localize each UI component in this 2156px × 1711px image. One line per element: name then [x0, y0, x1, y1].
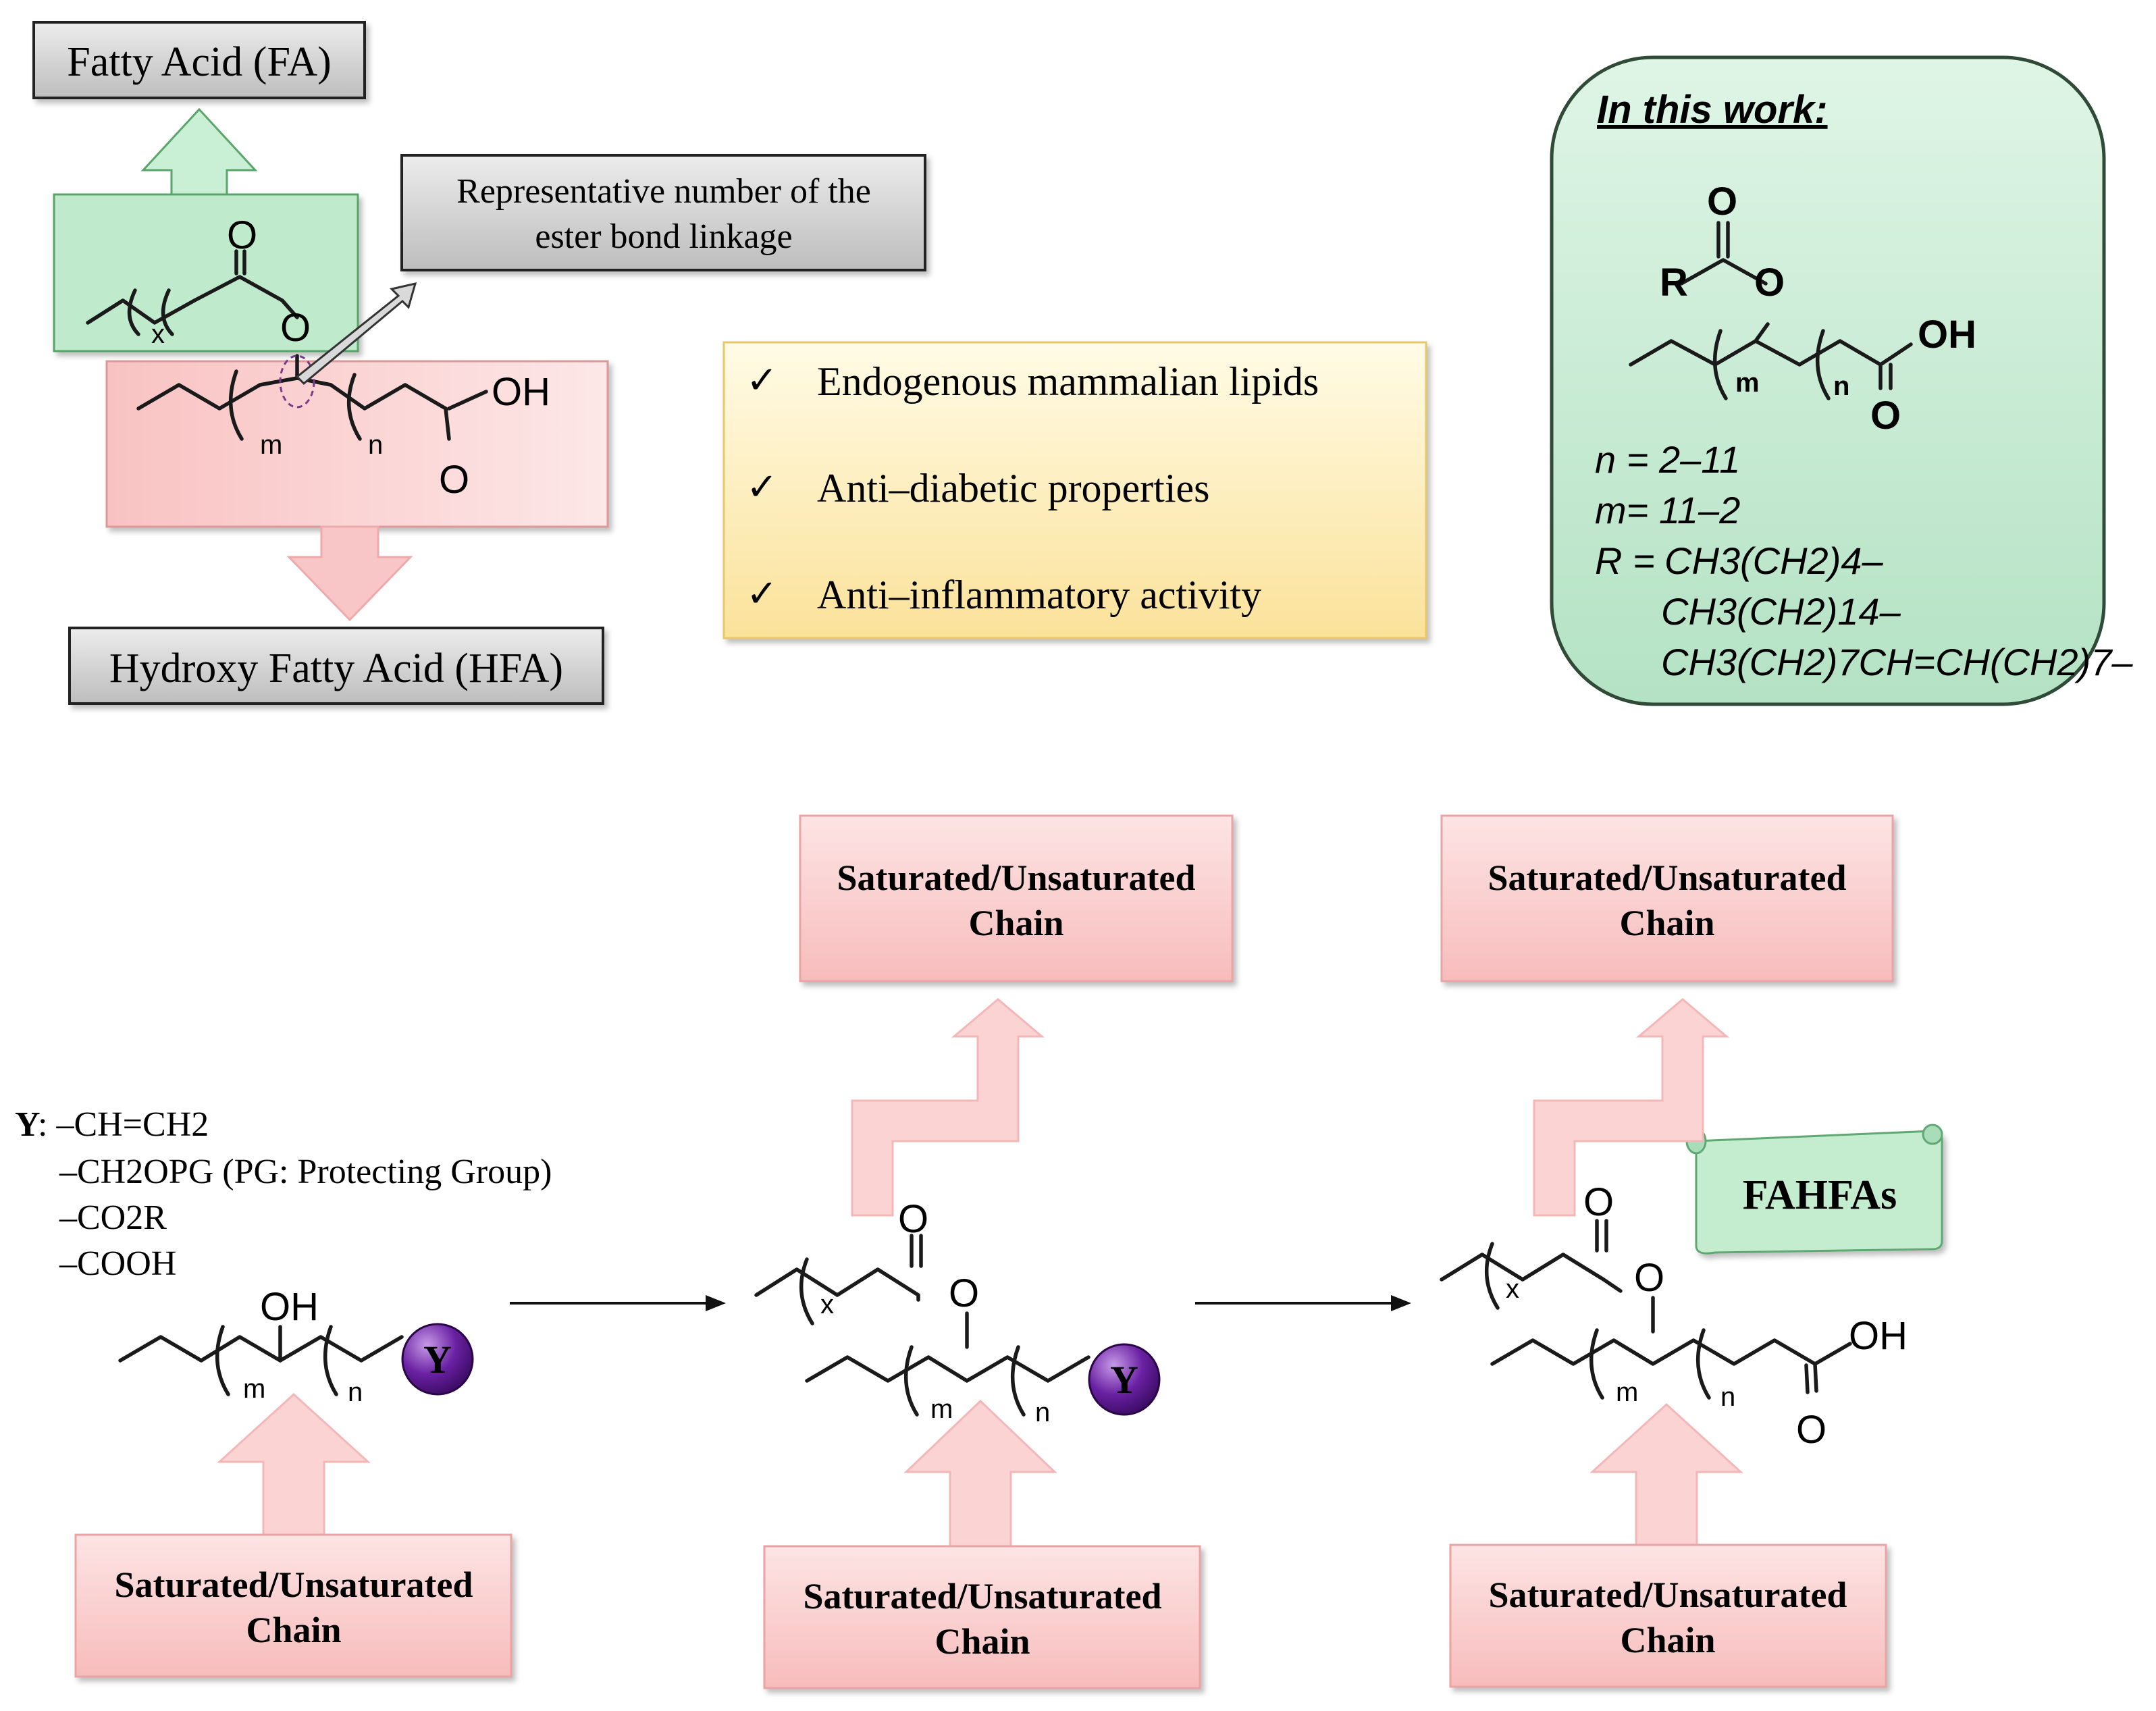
up-arrow-bottom-1	[217, 1392, 371, 1537]
svg-text:–CO2R: –CO2R	[59, 1199, 167, 1237]
chain-box-top-2: Saturated/Unsaturated Chain	[799, 814, 1234, 982]
svg-text:O: O	[439, 458, 469, 502]
fahfas-label: FAHFAs	[1743, 1172, 1897, 1218]
up-arrow-bottom-3	[1589, 1402, 1743, 1548]
reaction-arrow-1	[510, 1295, 726, 1311]
svg-text:m: m	[260, 430, 282, 460]
svg-text:O: O	[227, 213, 257, 257]
svg-text:OH: OH	[1918, 313, 1976, 357]
checklist-item-1: Endogenous mammalian lipids	[817, 359, 1319, 404]
svg-text:O: O	[1583, 1180, 1614, 1224]
svg-text:n: n	[1720, 1382, 1735, 1412]
chain-box-bottom-2: Saturated/Unsaturated Chain	[763, 1545, 1201, 1689]
fatty-acid-label-box: Fatty Acid (FA)	[32, 21, 366, 99]
properties-checklist: ✓ Endogenous mammalian lipids ✓ Anti–dia…	[722, 341, 1427, 639]
checklist-item-2: Anti–diabetic properties	[817, 466, 1209, 510]
svg-text:m: m	[1735, 368, 1760, 398]
svg-text:n: n	[368, 430, 383, 460]
svg-text:m: m	[1616, 1377, 1638, 1407]
ester-callout-box: Representative number of the ester bond …	[400, 154, 926, 271]
hfa-label: Hydroxy Fatty Acid (HFA)	[109, 646, 563, 691]
r-option-3: CH3(CH2)7CH=CH(CH2)7–	[1661, 641, 2133, 683]
ester-callout-arrow	[295, 282, 417, 386]
reaction-arrow-2	[1195, 1295, 1411, 1311]
r-option-2: CH3(CH2)14–	[1661, 590, 1901, 633]
bent-arrow-2	[851, 998, 1045, 1217]
in-this-work-title: In this work:	[1597, 88, 1828, 132]
svg-text:–CH2OPG (PG: Protecting Group): –CH2OPG (PG: Protecting Group)	[59, 1153, 552, 1191]
svg-text:Chain: Chain	[935, 1621, 1030, 1662]
svg-text:n: n	[1035, 1398, 1050, 1427]
chain-box-bottom-1: Saturated/Unsaturated Chain	[74, 1533, 512, 1678]
in-this-work-panel: In this work: O R O OH O m n n = 2–11 m=…	[1550, 55, 2133, 706]
structure-2: O O x m n Y	[754, 1197, 1161, 1427]
svg-text:OH: OH	[260, 1285, 319, 1329]
fa-structure: O O x	[86, 213, 311, 350]
n-range: n = 2–11	[1595, 438, 1740, 481]
svg-text:Chain: Chain	[1620, 1620, 1715, 1660]
svg-text:ester bond linkage: ester bond linkage	[535, 217, 792, 256]
svg-text:Saturated/Unsaturated: Saturated/Unsaturated	[803, 1576, 1161, 1616]
svg-text:Chain: Chain	[246, 1610, 341, 1650]
svg-text:✓: ✓	[746, 573, 778, 615]
svg-text:x: x	[1506, 1274, 1519, 1304]
hfa-structure: OH O m n	[136, 354, 550, 502]
svg-text:O: O	[1796, 1408, 1826, 1452]
svg-text:n: n	[1833, 371, 1849, 401]
m-range: m= 11–2	[1595, 489, 1740, 531]
svg-text:OH: OH	[1849, 1314, 1908, 1358]
up-arrow-bottom-2	[903, 1399, 1057, 1548]
svg-text:Chain: Chain	[1619, 903, 1714, 943]
svg-text:O: O	[949, 1271, 979, 1315]
svg-text:O: O	[1754, 261, 1785, 305]
hfa-down-arrow	[286, 525, 413, 622]
svg-text:x: x	[820, 1290, 834, 1319]
svg-text:O: O	[1707, 180, 1737, 223]
fahfas-scroll: FAHFAs	[1685, 1124, 1943, 1255]
bent-arrow-3	[1533, 998, 1730, 1217]
hfa-pink-box	[105, 360, 609, 528]
svg-text:Chain: Chain	[968, 903, 1063, 943]
svg-text:R: R	[1660, 261, 1688, 305]
y-group-circle-2: Y	[1110, 1358, 1138, 1402]
svg-text:O: O	[1634, 1256, 1664, 1300]
svg-text:Representative number of the: Representative number of the	[456, 172, 871, 211]
svg-text:: –CH=CH2: : –CH=CH2	[38, 1105, 209, 1144]
svg-text:Saturated/Unsaturated: Saturated/Unsaturated	[1488, 1575, 1847, 1615]
svg-text:✓: ✓	[746, 360, 778, 402]
r-prefix: R =	[1595, 539, 1655, 582]
svg-text:m: m	[243, 1374, 265, 1404]
fa-up-arrow	[140, 107, 258, 197]
chain-box-bottom-3: Saturated/Unsaturated Chain	[1449, 1544, 1887, 1688]
svg-text:Saturated/Unsaturated: Saturated/Unsaturated	[114, 1564, 473, 1605]
chain-box-top-3: Saturated/Unsaturated Chain	[1440, 814, 1894, 982]
structure-3-fahfa: O O x m n OH O	[1440, 1180, 1908, 1452]
hfa-label-box: Hydroxy Fatty Acid (HFA)	[68, 627, 604, 705]
structure-1: OH m n Y	[118, 1285, 474, 1407]
fa-green-box	[53, 193, 359, 352]
svg-text:Y: Y	[15, 1105, 41, 1144]
svg-text:O: O	[280, 306, 311, 350]
svg-text:OH: OH	[492, 370, 550, 414]
checklist-item-3: Anti–inflammatory activity	[817, 573, 1261, 617]
r-option-1: CH3(CH2)4–	[1664, 539, 1883, 582]
fatty-acid-label: Fatty Acid (FA)	[67, 39, 332, 85]
svg-text:Saturated/Unsaturated: Saturated/Unsaturated	[1488, 858, 1846, 898]
svg-text:x: x	[151, 319, 165, 349]
svg-text:Saturated/Unsaturated: Saturated/Unsaturated	[837, 858, 1195, 898]
svg-text:–COOH: –COOH	[59, 1244, 176, 1283]
svg-text:n: n	[348, 1377, 363, 1407]
svg-text:✓: ✓	[746, 467, 778, 508]
svg-text:O: O	[1870, 394, 1901, 438]
y-group-circle: Y	[423, 1338, 452, 1381]
svg-text:O: O	[898, 1197, 928, 1241]
svg-text:m: m	[930, 1394, 953, 1424]
y-legend: Y : –CH=CH2 –CH2OPG (PG: Protecting Grou…	[15, 1105, 552, 1283]
